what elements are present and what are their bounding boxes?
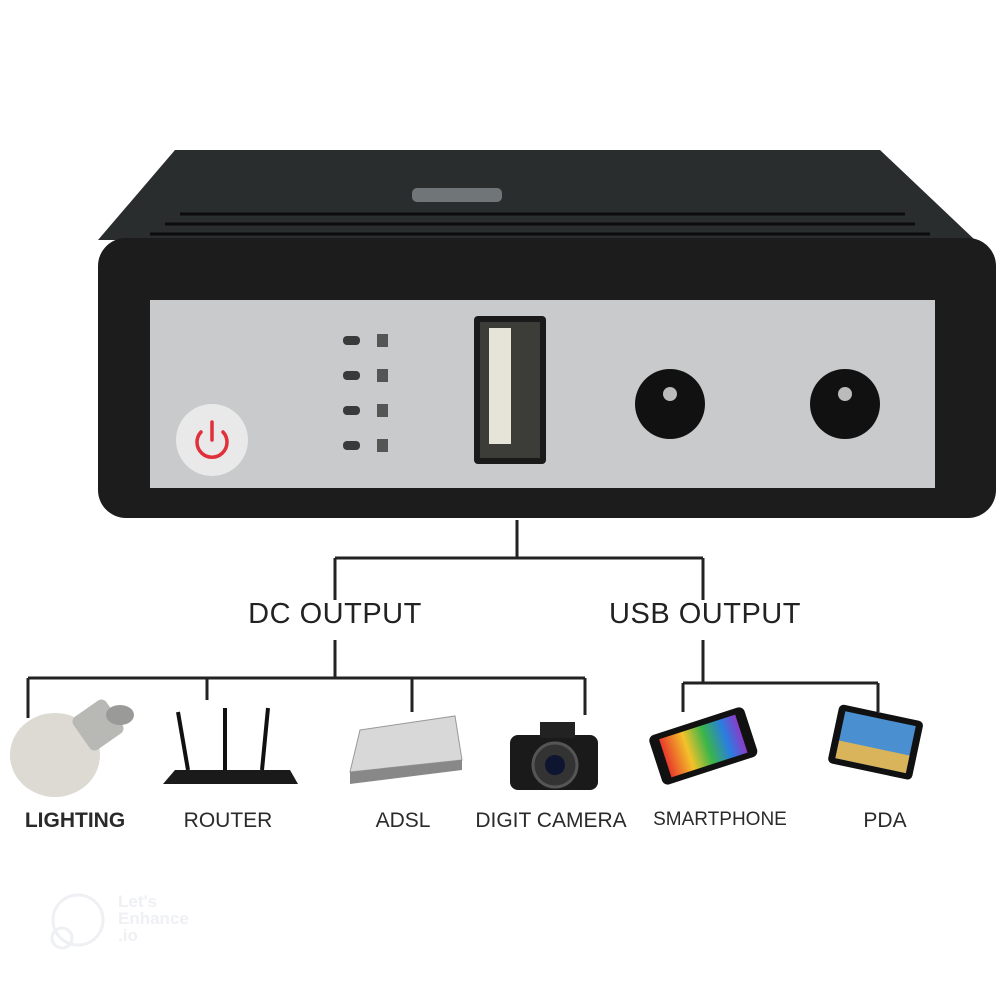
- device-label-pda: PDA: [863, 809, 907, 832]
- smartphone-icon: [649, 707, 758, 785]
- watermark-logo: [50, 893, 105, 950]
- device-label-router: ROUTER: [183, 809, 273, 832]
- device-label-smartphone: SMARTPHONE: [653, 809, 787, 830]
- device-label-adsl: ADSL: [375, 809, 431, 832]
- device-label-digit-camera: DIGIT CAMERA: [475, 809, 627, 832]
- usb-port: [474, 316, 546, 464]
- dc-output-label: DC OUTPUT: [248, 598, 422, 630]
- usb-output-label: USB OUTPUT: [609, 598, 801, 630]
- device-top: [98, 150, 975, 240]
- connection-lines: [26, 520, 880, 718]
- bulb-icon: [10, 699, 134, 797]
- camera-icon: [510, 722, 598, 790]
- dc-jack-1: [635, 369, 705, 439]
- adsl-icon: [349, 715, 463, 784]
- pda-icon: [828, 704, 923, 780]
- battery-leds: [343, 334, 388, 452]
- device-label-lighting: LIGHTING: [24, 809, 126, 832]
- router-icon: [163, 707, 298, 784]
- power-icon: [195, 420, 229, 459]
- device-logo: [412, 188, 502, 202]
- dc-jack-2: [810, 369, 880, 439]
- watermark-text: Let's Enhance .io: [118, 892, 189, 945]
